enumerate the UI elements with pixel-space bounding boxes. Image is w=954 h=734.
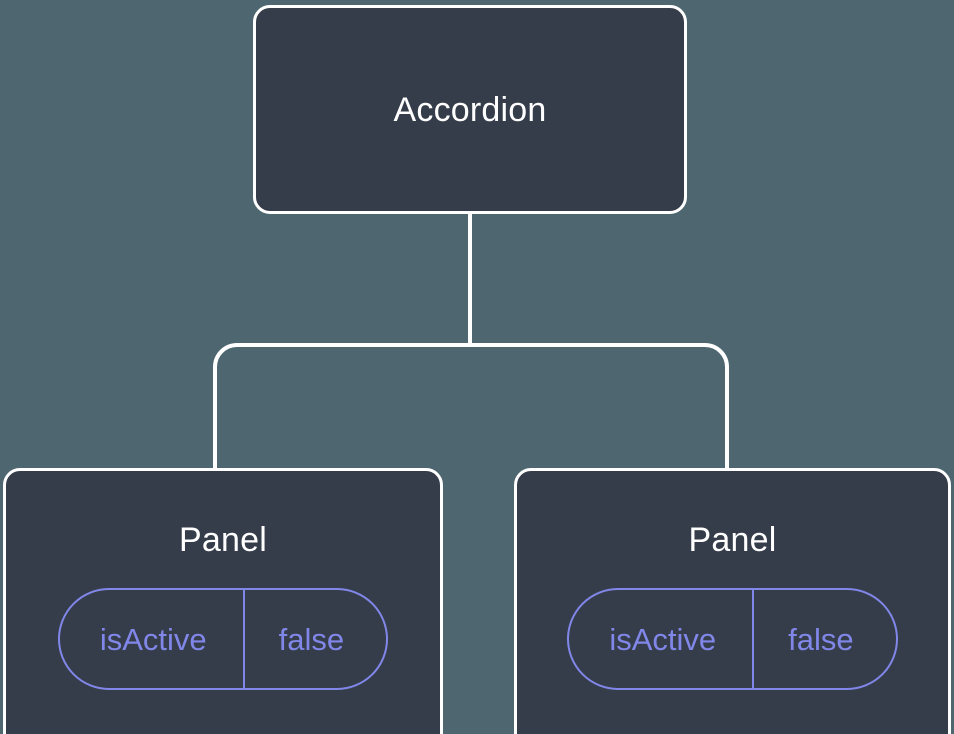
node-title: Panel bbox=[179, 521, 267, 559]
state-key: isActive bbox=[609, 621, 717, 657]
tree-node-panel-1[interactable]: Panel isActive false bbox=[514, 468, 951, 734]
tree-node-panel-0[interactable]: Panel isActive false bbox=[3, 468, 443, 734]
tree-node-accordion[interactable]: Accordion bbox=[253, 5, 687, 214]
state-key: isActive bbox=[99, 621, 207, 657]
state-badge[interactable]: isActive false bbox=[57, 588, 389, 690]
connector-bus-left bbox=[213, 343, 470, 470]
connector-bus-right bbox=[470, 343, 729, 470]
state-badge[interactable]: isActive false bbox=[567, 588, 898, 690]
node-title: Accordion bbox=[393, 90, 547, 129]
node-title: Panel bbox=[688, 521, 777, 559]
state-value: false bbox=[752, 590, 895, 688]
state-value: false bbox=[242, 590, 386, 688]
